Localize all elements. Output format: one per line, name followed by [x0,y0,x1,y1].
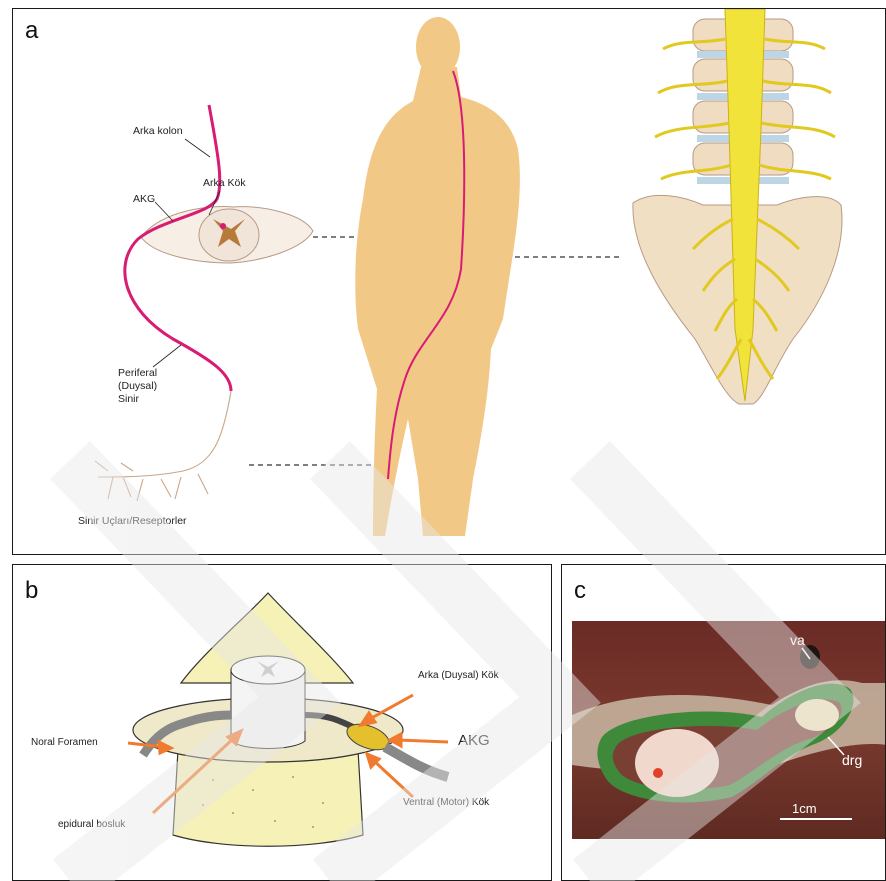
label-dorsal-root: Arka (Duysal) Kök [418,670,500,681]
spinal-cord-cross-section [635,729,719,797]
panel-c-photo: va drg 1cm [562,565,886,881]
body-silhouette [355,17,520,536]
drg-section [795,699,839,731]
vertebral-body [173,750,363,846]
label-dorsal-column: Arka kolon [133,125,183,137]
label-peripheral-nerve-line2: (Duysal) [118,380,157,392]
label-peripheral-nerve-line1: Periferal [118,367,157,379]
label-drg: AKG [458,732,490,749]
label-dorsal-root: Arka Kök [203,177,246,189]
panel-a-figure: Arka kolon AKG Arka Kök Periferal (Duysa… [13,9,886,555]
label-va: va [790,632,805,648]
panel-a: a [12,8,886,555]
panel-b-figure: Noral Foramen Arka (Duysal) Kök AKG Vent… [13,565,552,881]
panel-c: c va drg 1cm [561,564,886,881]
label-ventral-root: Ventral (Motor) Kök [403,797,490,808]
label-scale: 1cm [792,801,817,816]
label-nerve-endings: Sinir Uçları/Reseptorler [78,515,187,527]
label-neural-foramen: Noral Foramen [31,737,98,748]
panel-b: b Noral Foramen Arka (Duysal) Kök AKG [12,564,552,881]
label-peripheral-nerve-line3: Sinir [118,393,140,405]
label-epidural-space: epidural bosluk [58,819,126,830]
label-drg: drg [842,752,862,768]
nerve-endings [95,391,231,501]
label-drg: AKG [133,193,155,205]
spine-illustration [633,9,842,404]
